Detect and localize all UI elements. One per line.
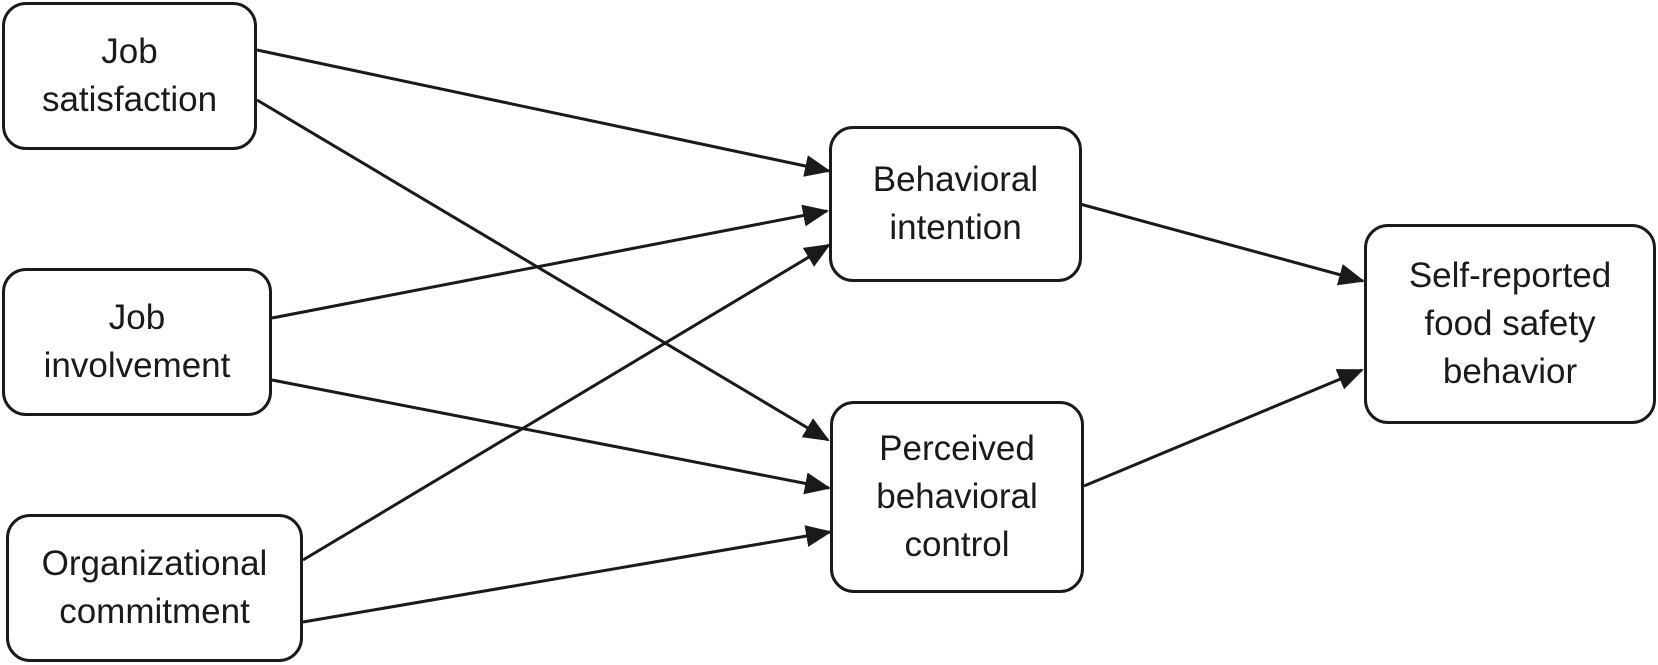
edge-job-involvement-to-perceived-behavioral-control — [271, 378, 831, 495]
edges-layer — [256, 48, 1365, 624]
node-label-line: Perceived — [879, 429, 1035, 468]
node-label-line: behavior — [1442, 352, 1578, 391]
node-label-line: involvement — [43, 346, 231, 385]
node-label-line: satisfaction — [41, 80, 218, 119]
node-label-line: Job — [108, 298, 166, 337]
node-label-line: Behavioral — [872, 160, 1039, 199]
node-self-reported-food-safety-behavior: Self-reported food safety behavior — [1364, 224, 1656, 424]
node-behavioral-intention: Behavioral intention — [829, 126, 1082, 282]
edge-behavioral-intention-to-self-reported-behavior — [1079, 202, 1365, 286]
edge-job-involvement-to-behavioral-intention — [271, 204, 829, 320]
node-label-line: Organizational — [41, 544, 268, 583]
node-label-line: behavioral — [876, 477, 1038, 516]
node-label-line: Job — [101, 32, 158, 71]
node-perceived-behavioral-control: Perceived behavioral control — [830, 401, 1084, 593]
node-label-line: food safety — [1424, 304, 1596, 343]
node-label-line: intention — [889, 208, 1022, 247]
node-job-satisfaction: Job satisfaction — [2, 2, 257, 150]
edge-job-satisfaction-to-perceived-behavioral-control — [256, 98, 830, 442]
edge-organizational-commitment-to-perceived-behavioral-control — [302, 525, 832, 624]
node-organizational-commitment: Organizational commitment — [6, 514, 303, 662]
node-label-line: Self-reported — [1408, 256, 1612, 295]
edge-organizational-commitment-to-behavioral-intention — [302, 243, 831, 562]
node-label-line: control — [904, 525, 1010, 564]
node-job-involvement: Job involvement — [2, 268, 272, 416]
edge-job-satisfaction-to-behavioral-intention — [256, 48, 831, 177]
edge-perceived-behavioral-control-to-self-reported-behavior — [1083, 368, 1364, 488]
node-label-line: commitment — [59, 592, 250, 631]
